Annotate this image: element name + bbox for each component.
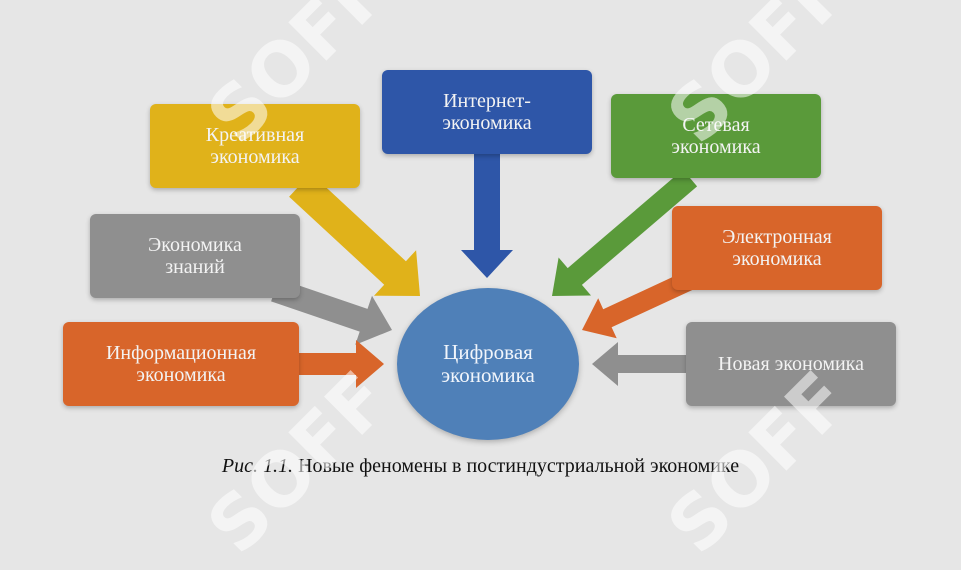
arrow-knowledge (271, 278, 392, 345)
node-digital-economy: Цифровая экономика (397, 288, 579, 440)
node-knowledge-economy: Экономика знаний (90, 214, 300, 298)
node-network-economy: Сетевая экономика (611, 94, 821, 178)
arrow-creative (289, 173, 420, 296)
node-creative-economy: Креативная экономика (150, 104, 360, 188)
node-electronic-economy: Электронная экономика (672, 206, 882, 290)
arrow-new (592, 342, 686, 386)
figure-caption: Рис. 1.1. Новые феномены в постиндустриа… (0, 455, 961, 478)
figure-caption-prefix: Рис. 1.1. (221, 455, 293, 477)
node-new-economy: Новая экономика (686, 322, 896, 406)
arrow-internet (461, 154, 513, 278)
arrows-layer (271, 154, 698, 388)
node-internet-economy: Интернет- экономика (382, 70, 592, 154)
figure-caption-text: Новые феномены в постиндустриальной экон… (293, 455, 740, 477)
arrow-network (552, 169, 698, 296)
node-information-economy: Информационная экономика (63, 322, 299, 406)
arrow-electronic (582, 270, 695, 339)
arrow-information (299, 340, 384, 388)
